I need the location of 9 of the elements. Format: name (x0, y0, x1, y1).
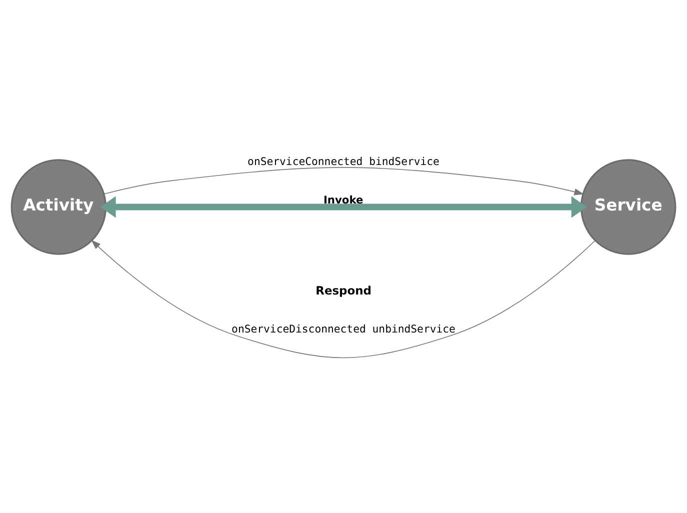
edge-label: onServiceDisconnected unbindService (232, 322, 456, 336)
arrow (100, 196, 587, 218)
node-circle: Service (580, 158, 676, 254)
node-circle: Activity (10, 158, 107, 254)
arrow (91, 239, 596, 358)
edge-label: onServiceConnected bindService (248, 154, 440, 168)
arrow (104, 166, 584, 195)
edge-label: Invoke (323, 192, 364, 206)
label: Respond (316, 282, 372, 297)
